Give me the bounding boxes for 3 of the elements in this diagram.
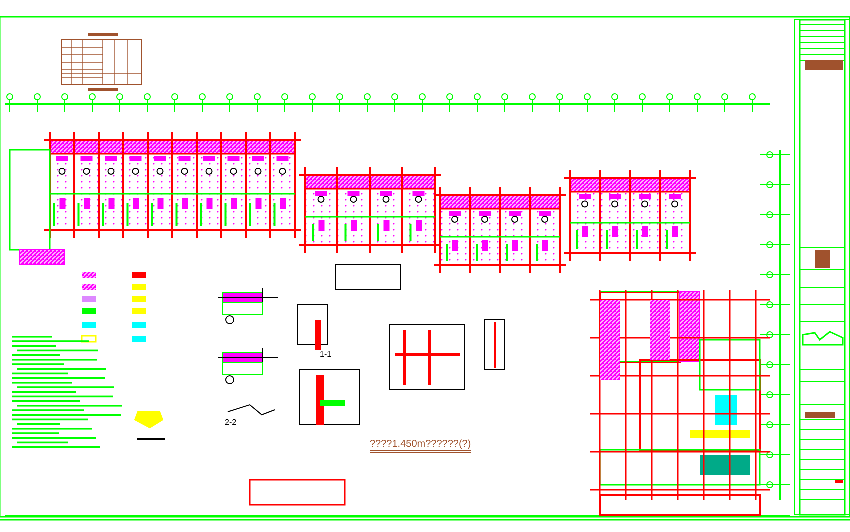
section-label: 2-2: [225, 418, 237, 427]
section-label: 1-1: [320, 350, 332, 359]
drawing-title: ????1.450m??????(?): [370, 439, 472, 453]
